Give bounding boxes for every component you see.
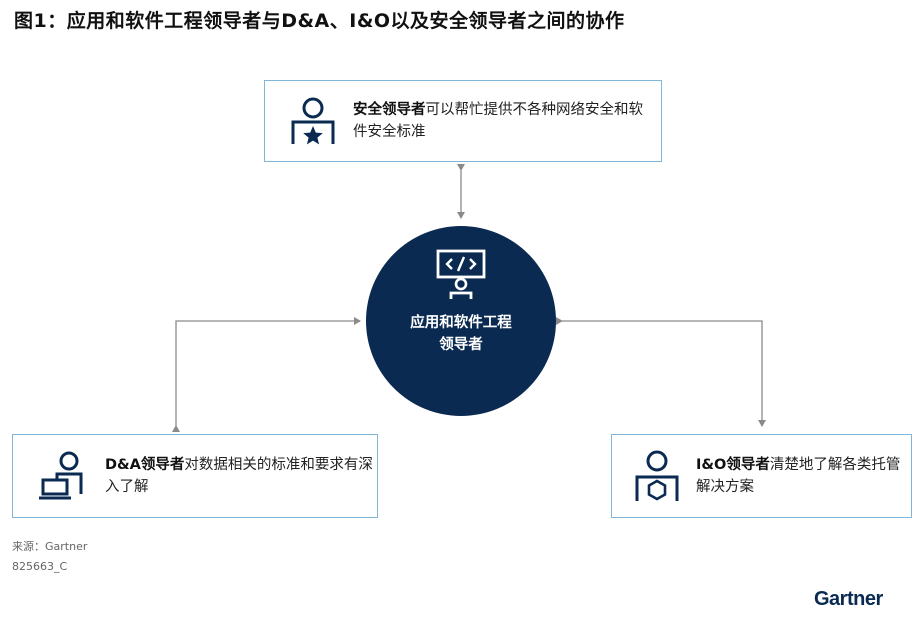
security-leader-box: 安全领导者可以帮忙提供不各种网络安全和软件安全标准 — [264, 80, 662, 162]
gartner-logo: Gartner — [814, 588, 883, 610]
arrow-left-center — [172, 317, 361, 432]
security-leader-bold: 安全领导者 — [353, 102, 426, 118]
app-software-leader-node: 应用和软件工程领导者 — [366, 226, 556, 416]
io-leader-text: 清楚地了解各类托管解决方案 — [696, 457, 901, 495]
da-leader-text: 对数据相关的标准和要求有深入了解 — [105, 457, 373, 495]
source-note: 来源：Gartner — [12, 540, 88, 553]
da-leader-bold: D&A领导者 — [105, 457, 185, 473]
person-laptop-icon — [37, 450, 89, 502]
person-star-icon — [289, 96, 337, 146]
io-leader-bold: I&O领导者 — [696, 457, 770, 473]
person-hexagon-icon — [632, 449, 682, 503]
arrow-right-center — [556, 317, 766, 427]
document-id: 825663_C — [12, 560, 68, 573]
da-leader-box: D&A领导者对数据相关的标准和要求有深入了解 — [12, 434, 378, 518]
figure-title: 图1：应用和软件工程领导者与D&A、I&O以及安全领导者之间的协作 — [14, 10, 625, 32]
io-leader-box: I&O领导者清楚地了解各类托管解决方案 — [611, 434, 912, 518]
center-label: 应用和软件工程领导者 — [410, 315, 512, 353]
security-leader-text: 可以帮忙提供不各种网络安全和软件安全标准 — [353, 102, 643, 140]
code-screen-person-icon — [434, 248, 488, 300]
